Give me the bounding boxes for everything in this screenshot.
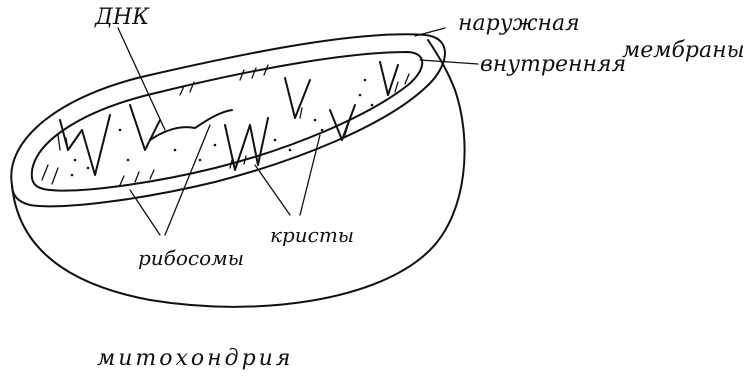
label-mitochondrion: митохондрия <box>97 346 293 371</box>
label-outer-membrane: наружная <box>458 11 580 36</box>
pointer-crista-2 <box>300 135 320 215</box>
label-cristae: кристы <box>270 223 354 247</box>
label-inner-membrane: внутренняя <box>480 52 626 77</box>
matrix-dots <box>71 79 374 177</box>
inner-membrane <box>32 52 422 191</box>
pointer-inner <box>420 60 478 64</box>
pointer-dnk <box>118 28 165 130</box>
outer-membrane <box>11 34 445 206</box>
label-membranes: мембраны <box>622 38 745 63</box>
crista-2 <box>130 105 160 150</box>
crista-4 <box>285 78 310 118</box>
pointer-ribosome-2 <box>165 125 210 235</box>
label-ribosomes: рибосомы <box>138 246 244 270</box>
label-dnk: ДНК <box>94 5 150 30</box>
pointer-crista-1 <box>255 165 290 215</box>
